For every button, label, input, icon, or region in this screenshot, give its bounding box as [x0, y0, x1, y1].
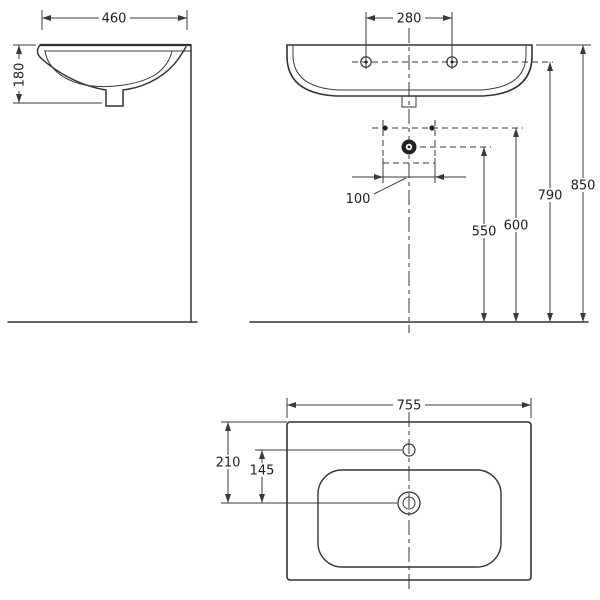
side-view: 460 180	[7, 10, 198, 323]
front-rim-height-dim-label: 790	[538, 189, 563, 204]
plan-width-dim-label: 755	[397, 399, 422, 414]
front-overall-height-dim-label: 850	[571, 179, 596, 194]
plan-view: 755 210 145	[214, 398, 532, 592]
side-basin-outline	[36, 44, 187, 107]
front-tap-spacing-dim-label: 280	[397, 12, 422, 27]
side-bowl-inner	[44, 50, 173, 88]
front-fixing-height-dim-label: 600	[504, 219, 529, 234]
plan-tap-to-drain-dim-label: 145	[250, 464, 275, 479]
front-drain-offset-dim-label: 100	[346, 192, 371, 207]
front-fixing-hole-right	[429, 125, 435, 131]
side-width-dim-label: 460	[102, 12, 127, 27]
plan-front-to-drain-dim-label: 210	[216, 456, 241, 471]
side-depth-dim-label: 180	[13, 63, 28, 88]
front-fixing-hole-left	[382, 125, 388, 131]
front-drain-height-dim-label: 550	[472, 225, 497, 240]
front-view: 280 100 550 600 790 850	[249, 11, 597, 333]
front-drain-stub	[401, 96, 417, 108]
front-basin-outline	[286, 44, 533, 97]
